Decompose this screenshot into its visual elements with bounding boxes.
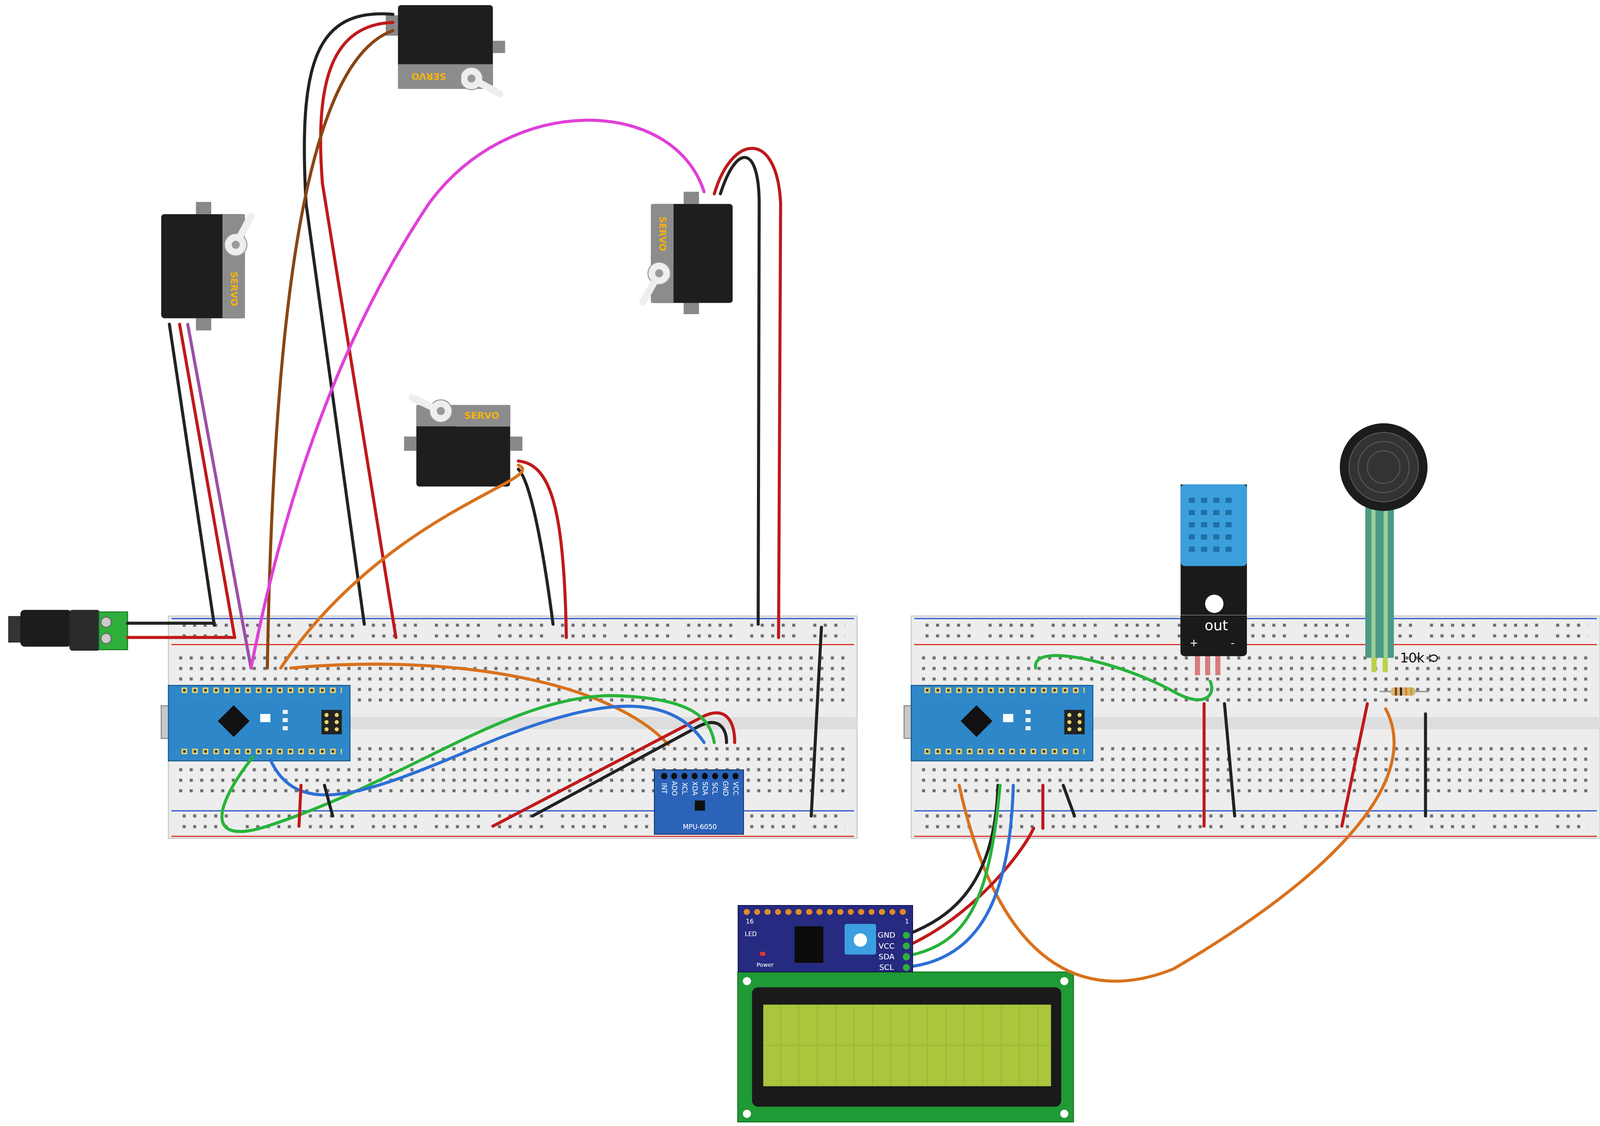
pin-label: SDA [701,781,709,796]
board-detail [857,909,865,916]
servo-label-plate: SERVO [651,205,674,263]
board-detail [853,933,868,947]
pin-label: SCL [711,782,719,795]
pin-label: + [1189,637,1199,649]
pin-label: GND [877,931,896,940]
board-detail [764,909,771,916]
board-detail [899,909,906,916]
board-detail [671,773,678,780]
servo-label: SERVO [464,411,499,421]
pin-label: SDA [878,953,895,962]
pin-label: INT [660,782,668,794]
servo-label-plate: SERVO [454,405,511,427]
board-detail [847,909,855,916]
board-detail [691,773,698,780]
board-detail [754,909,761,916]
board-detail [806,909,813,916]
board-detail [816,909,823,916]
pin-label: ADO [670,780,678,796]
board-detail [681,773,688,780]
resistor-value: 10k [1399,651,1425,665]
board-detail [732,773,739,780]
board-detail [878,909,886,916]
board-detail [902,964,910,972]
pin-label: Power [756,962,774,968]
board-detail [889,909,896,916]
dht-sensor-board: out + - [1180,615,1247,657]
board-detail [868,909,875,916]
board-detail [902,942,910,950]
servo-label-plate: SERVO [397,64,462,89]
board-detail [775,909,782,916]
board-detail [837,909,844,916]
board-detail [794,926,824,963]
board-detail [826,909,834,916]
board-detail [712,773,719,780]
servo-label: SERVO [411,71,446,81]
resistor-value: Ω [1426,653,1439,663]
board-detail [694,800,706,811]
pin-label: VCC [878,942,895,951]
board-detail [785,909,792,916]
pin-label: VCC [732,781,739,796]
board-detail [743,909,750,916]
servo-label: SERVO [657,216,667,251]
board-detail [795,909,802,916]
board-detail [760,951,766,956]
board-detail [701,773,709,780]
board-name: MPU-6050 [682,823,717,831]
board-detail [902,931,910,940]
pin-label: GND [721,780,729,797]
pin-label: LED [744,931,757,938]
board-detail [660,773,668,780]
servo-label: SERVO [229,271,239,306]
servo-label-plate: SERVO [222,260,245,318]
pin-label: SCL [879,963,894,972]
pin-label: XDA [691,781,698,796]
pin-label: out [1204,618,1228,633]
pin-label: - [1230,637,1235,649]
board-detail [902,953,910,961]
i2c-backpack-board: 16 1LED Power GND VCC SDASCL [737,905,914,973]
pin-label: 1 [904,918,909,926]
pin-label: 16 [745,918,754,926]
board-detail [722,773,729,780]
mpu6050-board: VCCGNDSCLSDAXDAXCLADOINT MPU-6050 [653,769,744,835]
pin-label: XCL [681,782,688,796]
